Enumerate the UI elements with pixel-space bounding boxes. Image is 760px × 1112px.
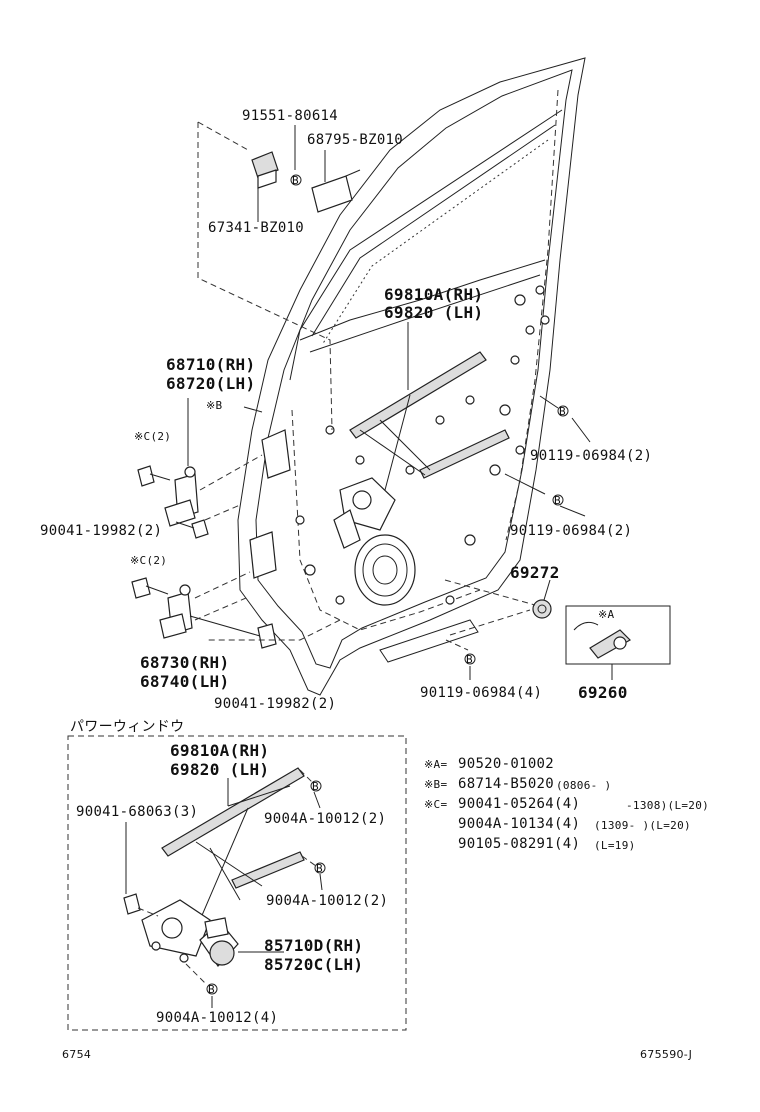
label-90041-19982-b: 90041-19982(2) — [214, 696, 337, 712]
callout-b: B — [466, 653, 473, 666]
label-68720-lh: 68720(LH) — [166, 374, 256, 393]
inset-label-69810a-rh: 69810A(RH) — [170, 741, 270, 760]
label-68730-rh: 68730(RH) — [140, 653, 230, 672]
label-90119-06984-c: 90119-06984(4) — [420, 685, 543, 701]
door-holes — [295, 285, 550, 605]
door-regulator — [333, 351, 510, 549]
handle-parts — [444, 579, 671, 680]
callout-b: B — [208, 983, 215, 996]
label-69260: 69260 — [578, 683, 628, 702]
inset-label-90041-68063: 90041-68063(3) — [76, 804, 199, 820]
label-69810a-rh: 69810A(RH) — [384, 285, 484, 304]
note-a-value: 90520-01002 — [458, 756, 555, 772]
note-c3-date: (L=19) — [594, 839, 636, 852]
label-67341-bz010: 67341-BZ010 — [208, 220, 305, 236]
note-b-date: (0806- ) — [556, 779, 612, 792]
inset-title: パワーウィンドウ — [70, 719, 185, 735]
label-90041-19982-a: 90041-19982(2) — [40, 523, 163, 539]
label-68795-bz010: 68795-BZ010 — [307, 132, 404, 148]
door-panel — [237, 57, 586, 696]
inset-label-85710d: 85710D(RH) — [264, 936, 364, 955]
callout-b: B — [316, 862, 323, 875]
note-c2-lower: ※C(2) — [130, 554, 168, 567]
label-90119-06984-b: 90119-06984(2) — [510, 523, 633, 539]
label-68710-rh: 68710(RH) — [166, 355, 256, 374]
hinge-lower — [131, 571, 277, 649]
note-a-key: ※A= — [424, 758, 448, 771]
note-b-key: ※B= — [424, 778, 448, 791]
inset-power-window — [67, 735, 407, 1031]
top-parts — [197, 121, 361, 431]
footer-page-code: 6754 — [62, 1048, 92, 1061]
inset-label-9004a-10012-a: 9004A-10012(2) — [264, 811, 387, 827]
label-90119-06984-a: 90119-06984(2) — [530, 448, 653, 464]
callout-b: B — [559, 405, 566, 418]
label-69272: 69272 — [510, 563, 560, 582]
leader-lines — [205, 322, 591, 680]
note-c2-value: 9004A-10134(4) — [458, 816, 581, 832]
inset-label-9004a-10012-c: 9004A-10012(4) — [156, 1010, 279, 1026]
label-69820-lh: 69820 (LH) — [384, 303, 484, 322]
callout-markers — [206, 174, 569, 995]
hinge-upper — [137, 398, 263, 539]
note-c3-value: 90105-08291(4) — [458, 836, 581, 852]
note-c2-upper: ※C(2) — [134, 430, 172, 443]
note-c-key: ※C= — [424, 798, 448, 811]
footer-illustration-code: 675590-J — [640, 1048, 693, 1061]
callout-b: B — [292, 174, 299, 187]
callout-b: B — [554, 494, 561, 507]
callout-b: B — [312, 780, 319, 793]
inset-label-69820-lh: 69820 (LH) — [170, 760, 270, 779]
note-b-ref: ※B — [206, 399, 223, 412]
inset-label-9004a-10012-b: 9004A-10012(2) — [266, 893, 389, 909]
note-a-ref: ※A — [598, 608, 615, 621]
label-68740-lh: 68740(LH) — [140, 672, 230, 691]
inset-label-85720c: 85720C(LH) — [264, 955, 364, 974]
note-c-value: 90041-05264(4) — [458, 796, 581, 812]
note-c2-date: (1309- )(L=20) — [594, 819, 691, 832]
note-c-date: -1308)(L=20) — [626, 799, 710, 812]
handle-box — [565, 605, 671, 665]
label-91551-80614: 91551-80614 — [242, 108, 339, 124]
note-b-value: 68714-B5020 — [458, 776, 555, 792]
